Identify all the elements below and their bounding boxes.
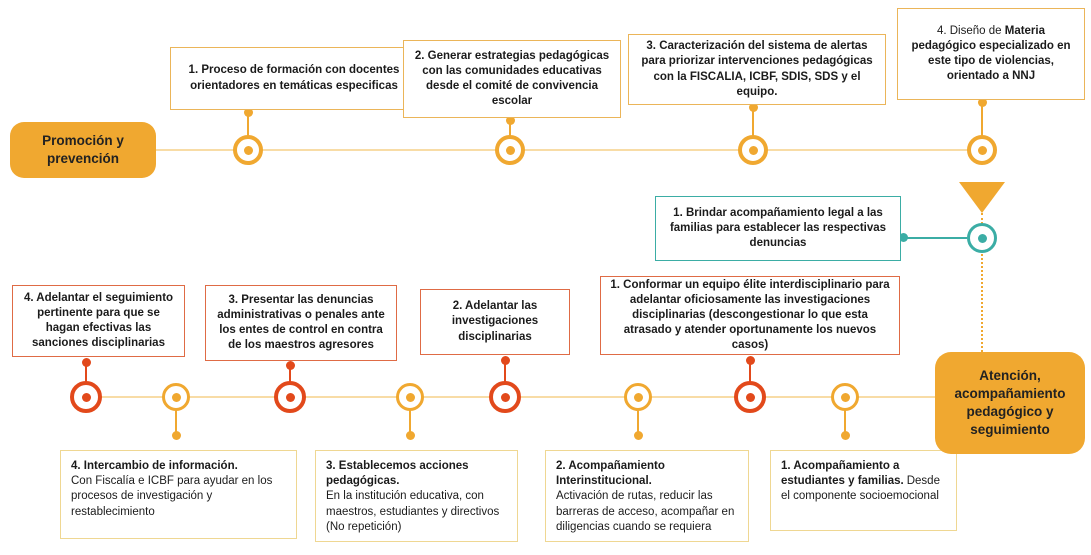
- node-dot: [745, 392, 755, 402]
- step-title: 1. Acompañamiento a estudiantes y famili…: [781, 460, 904, 488]
- promotion-node-2: [495, 135, 525, 165]
- step-text: 4. Adelantar el seguimiento pertinente p…: [23, 291, 174, 350]
- promotion-step-4-box: 4. Diseño de Materia pedagógico especial…: [897, 8, 1085, 100]
- step-text: En la institución educativa, con maestro…: [326, 490, 500, 533]
- promotion-step-1-box: 1. Proceso de formación con docentes ori…: [170, 47, 418, 110]
- node-dot: [977, 233, 987, 243]
- legal-connector: [901, 237, 967, 239]
- node-dot: [505, 145, 515, 155]
- attention-upper-step-4-connector: [85, 360, 87, 397]
- step-title: 2. Acompañamiento Interinstitucional.: [556, 460, 665, 488]
- connector-dot: [244, 108, 253, 117]
- connector-dot: [634, 431, 643, 440]
- attention-upper-step-1-connector: [749, 358, 751, 397]
- connector-dot: [286, 361, 295, 370]
- step-text: 4. Diseño de: [936, 24, 1005, 37]
- step-text: 2. Adelantar las investigaciones discipl…: [451, 300, 539, 343]
- connector-dot: [978, 98, 987, 107]
- connector-dot: [406, 431, 415, 440]
- attention-node-red-1: [734, 381, 766, 413]
- node-dot: [405, 392, 415, 402]
- attention-lower-step-1-box: 1. Acompañamiento a estudiantes y famili…: [770, 450, 957, 531]
- attention-upper-step-4-box: 4. Adelantar el seguimiento pertinente p…: [12, 285, 185, 357]
- connector-dot: [749, 103, 758, 112]
- attention-upper-step-2-connector: [504, 358, 506, 397]
- node-dot: [977, 145, 987, 155]
- attention-upper-step-2-box: 2. Adelantar las investigaciones discipl…: [420, 289, 570, 355]
- attention-node-gold-4: [162, 383, 190, 411]
- step-text: 3. Caracterización del sistema de alerta…: [641, 40, 873, 98]
- promotion-node-4: [967, 135, 997, 165]
- attention-node-gold-1: [831, 383, 859, 411]
- attention-lower-step-2-box: 2. Acompañamiento Interinstitucional.Act…: [545, 450, 749, 542]
- step-text: 1. Brindar acompañamiento legal a las fa…: [669, 206, 887, 250]
- node-dot: [840, 392, 850, 402]
- attention-node-gold-2: [624, 383, 652, 411]
- step-text: Activación de rutas, reducir las barrera…: [556, 490, 735, 533]
- step-text: 3. Presentar las denuncias administrativ…: [217, 293, 385, 352]
- promotion-step-3-connector: [752, 107, 754, 150]
- step-text: Con Fiscalía e ICBF para ayudar en los p…: [71, 475, 273, 518]
- attention-node-red-3: [274, 381, 306, 413]
- attention-lower-step-3-connector: [409, 397, 411, 435]
- attention-node-gold-3: [396, 383, 424, 411]
- step-text: Desde el componente socioemocional: [781, 475, 940, 503]
- connector-dot: [172, 431, 181, 440]
- node-dot: [500, 392, 510, 402]
- step-text: 1. Proceso de formación con docentes ori…: [188, 64, 400, 92]
- node-dot: [285, 392, 295, 402]
- step-title: 4. Intercambio de información.: [71, 460, 238, 472]
- transition-dotted-line: [981, 213, 983, 352]
- attention-lower-step-1-connector: [844, 397, 846, 435]
- attention-lower-step-2-connector: [637, 397, 639, 435]
- promotion-label: Promoción y prevención: [10, 122, 156, 178]
- node-dot: [633, 392, 643, 402]
- legal-node: [967, 223, 997, 253]
- promotion-node-1: [233, 135, 263, 165]
- attention-upper-step-3-connector: [289, 363, 291, 397]
- connector-dot: [746, 356, 755, 365]
- connector-dot: [506, 116, 515, 125]
- attention-node-red-4: [70, 381, 102, 413]
- step-title: 3. Establecemos acciones pedagógicas.: [326, 460, 469, 488]
- promotion-step-3-box: 3. Caracterización del sistema de alerta…: [628, 34, 886, 105]
- attention-node-red-2: [489, 381, 521, 413]
- step-text: Materia pedagógico especializado en este…: [911, 24, 1071, 83]
- node-dot: [748, 145, 758, 155]
- connector-dot: [841, 431, 850, 440]
- step-text: 2. Generar estrategias pedagógicas con l…: [414, 49, 610, 108]
- legal-step-box: 1. Brindar acompañamiento legal a las fa…: [655, 196, 901, 261]
- down-arrow-marker: [959, 182, 1005, 213]
- attention-upper-step-1-box: 1. Conformar un equipo élite interdiscip…: [600, 276, 900, 355]
- promotion-step-1-connector: [247, 112, 249, 150]
- node-dot: [81, 392, 91, 402]
- attention-label: Atención, acompañamiento pedagógico y se…: [935, 352, 1085, 454]
- attention-lower-step-4-box: 4. Intercambio de información. Con Fiscal…: [60, 450, 297, 539]
- node-dot: [243, 145, 253, 155]
- promotion-timeline: [156, 149, 982, 151]
- promotion-node-3: [738, 135, 768, 165]
- promotion-step-2-box: 2. Generar estrategias pedagógicas con l…: [403, 40, 621, 118]
- promotion-step-4-connector: [981, 102, 983, 150]
- connector-dot: [82, 358, 91, 367]
- node-dot: [171, 392, 181, 402]
- step-text: 1. Conformar un equipo élite interdiscip…: [610, 278, 890, 352]
- attention-upper-step-3-box: 3. Presentar las denuncias administrativ…: [205, 285, 397, 361]
- connector-dot: [501, 356, 510, 365]
- attention-lower-step-4-connector: [175, 397, 177, 435]
- attention-lower-step-3-box: 3. Establecemos acciones pedagógicas.En …: [315, 450, 518, 542]
- connector-dot: [899, 233, 908, 242]
